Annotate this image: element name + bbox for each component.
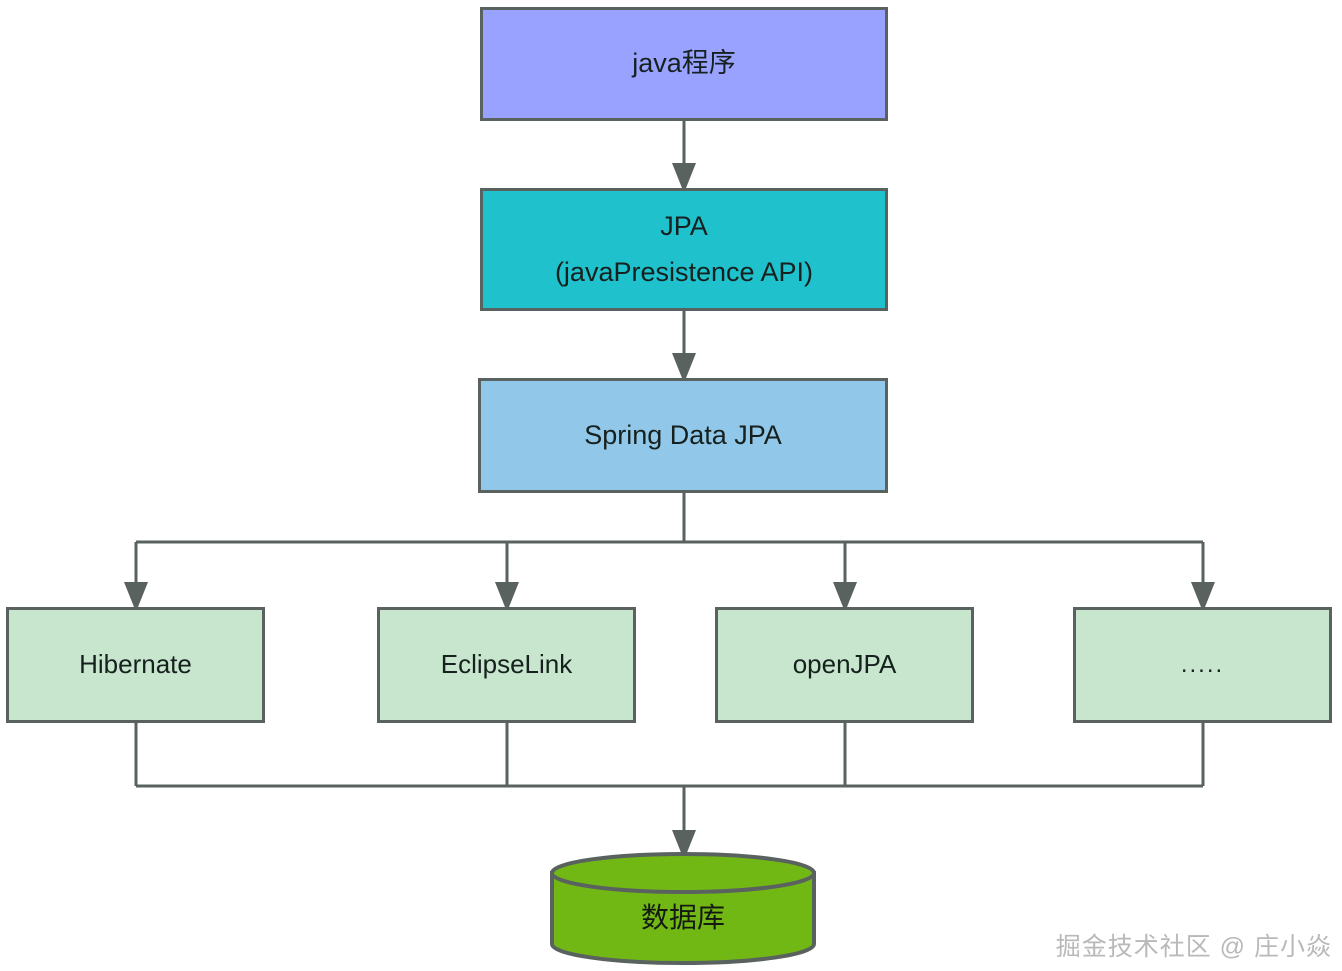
database-cylinder-icon	[550, 852, 816, 965]
node-java-application[interactable]: java程序	[480, 7, 888, 121]
node-provider-hibernate[interactable]: Hibernate	[6, 607, 265, 723]
connector-framework-to-bus	[136, 493, 1203, 544]
node-java-application-label: java程序	[632, 48, 736, 79]
node-spring-data-jpa-label: Spring Data JPA	[584, 419, 782, 450]
node-provider-others-label: .....	[1180, 650, 1225, 678]
node-provider-others[interactable]: .....	[1073, 607, 1332, 723]
node-provider-openjpa[interactable]: openJPA	[715, 607, 974, 723]
node-jpa-spec-title: JPA	[660, 211, 708, 242]
node-provider-eclipselink-label: EclipseLink	[440, 649, 573, 680]
node-provider-hibernate-label: Hibernate	[79, 649, 192, 680]
node-provider-openjpa-label: openJPA	[792, 649, 897, 680]
node-jpa-spec[interactable]: JPA (javaPresistence API)	[480, 188, 888, 311]
watermark-text: 掘金技术社区 @ 庄小焱	[1055, 933, 1332, 961]
node-jpa-spec-subtitle: (javaPresistence API)	[554, 256, 814, 287]
node-provider-eclipselink[interactable]: EclipseLink	[377, 607, 636, 723]
node-database-cylinder[interactable]: 数据库	[549, 852, 817, 965]
node-spring-data-jpa[interactable]: Spring Data JPA	[478, 378, 888, 493]
